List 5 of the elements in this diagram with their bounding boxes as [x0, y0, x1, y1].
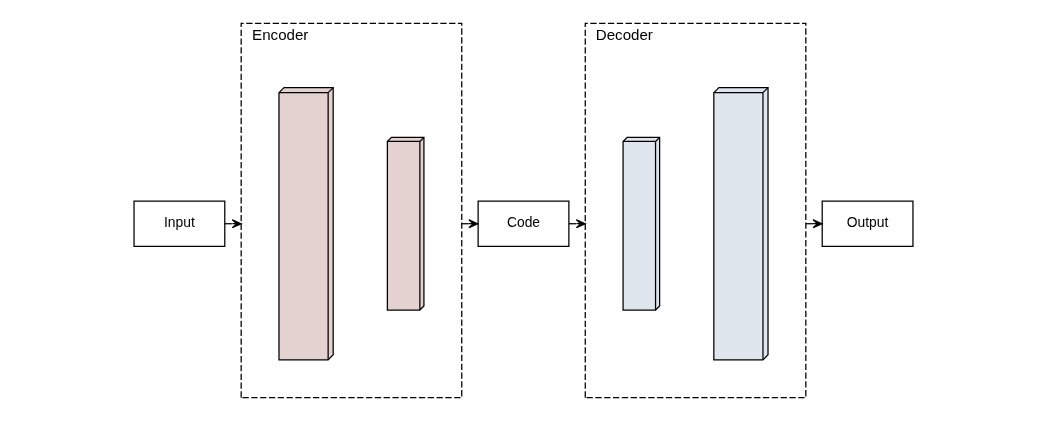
- cluster: Encoder: [240, 22, 463, 399]
- node-box: Input: [133, 200, 226, 248]
- cluster: Decoder: [584, 22, 807, 399]
- node-box: Code: [477, 200, 570, 248]
- node-box: Output: [821, 200, 914, 248]
